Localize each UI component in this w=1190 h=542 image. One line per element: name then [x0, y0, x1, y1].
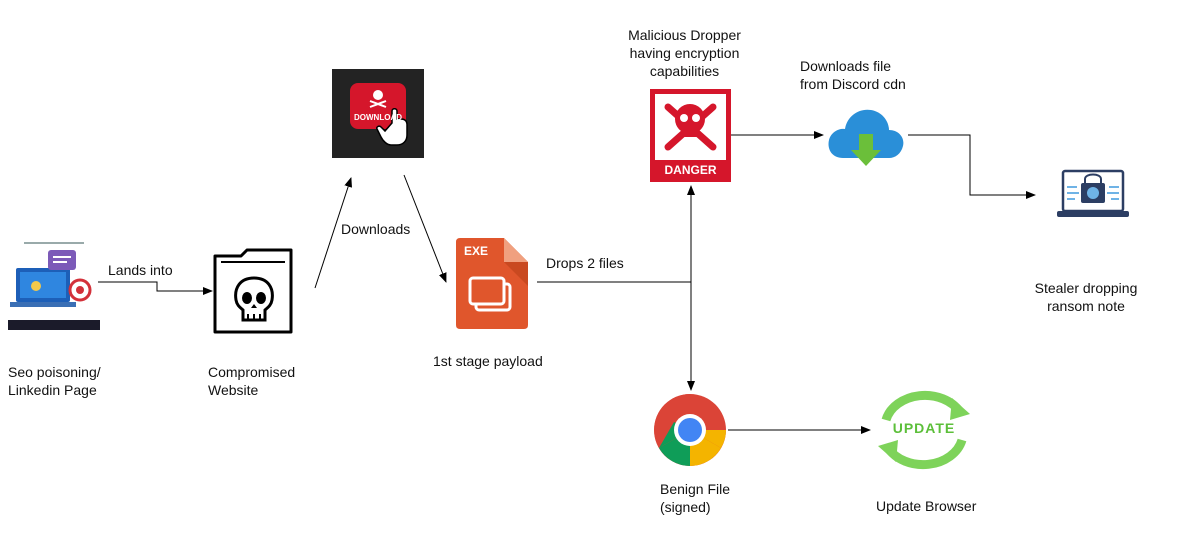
stealer-label: Stealer dropping ransom note: [1034, 280, 1138, 314]
chrome-icon: [654, 394, 726, 466]
edge-label-drops: Drops 2 files: [546, 255, 624, 271]
linkedin-node: [6, 240, 100, 330]
cloud-node: [825, 100, 907, 178]
download-button-icon: [350, 83, 408, 146]
stealer-node: [1057, 167, 1129, 221]
dropper-node: DANGER: [650, 89, 731, 182]
skull-folder-icon: [213, 248, 293, 334]
chrome-label: Benign File (signed): [660, 481, 731, 515]
exe-badge: EXE: [464, 244, 489, 258]
locked-laptop-icon: [1057, 169, 1129, 217]
edge-to-download: [314, 177, 353, 289]
cloud-label: Downloads file from Discord cdn: [800, 58, 906, 92]
edge-to-stealer: [908, 134, 1036, 199]
dropper-label: Malicious Dropper having encryption capa…: [628, 27, 741, 79]
chrome-node: [652, 392, 728, 468]
cloud-download-icon: [828, 109, 904, 166]
update-icon: [878, 390, 970, 470]
download-badge: DOWNLOAD: [354, 113, 402, 122]
laptop-target-icon: [8, 242, 100, 330]
danger-sign-icon: [655, 94, 726, 160]
website-label: Compromised Website: [208, 364, 296, 398]
download-node: DOWNLOAD: [332, 69, 424, 158]
exe-file-icon: [456, 238, 528, 329]
website-node: [213, 248, 295, 334]
update-label: Update Browser: [876, 498, 977, 514]
update-node: UPDATE: [872, 390, 976, 470]
linkedin-label: Seo poisoning/ Linkedin Page: [8, 364, 101, 398]
edge-label-downloads: Downloads: [341, 221, 411, 237]
edge-label-lands-into: Lands into: [108, 262, 173, 278]
update-badge: UPDATE: [892, 420, 956, 436]
payload-label: 1st stage payload: [433, 353, 543, 369]
edge-to-payload: [403, 174, 447, 283]
edge-lands-into: [98, 281, 213, 295]
danger-badge: DANGER: [664, 163, 717, 177]
payload-node: EXE: [456, 238, 528, 329]
